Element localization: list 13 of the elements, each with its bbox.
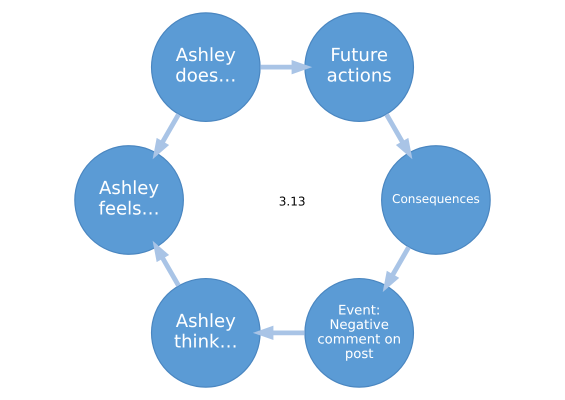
node-circle: Ashley does… bbox=[150, 12, 261, 122]
arrow bbox=[152, 240, 181, 287]
node-circle: Consequences bbox=[381, 145, 491, 255]
arrow bbox=[260, 60, 312, 74]
node-circle: Event: Negative comment on post bbox=[304, 278, 414, 388]
arrow bbox=[384, 113, 412, 160]
node-circle: Ashley think… bbox=[150, 278, 261, 388]
arrow bbox=[252, 326, 305, 340]
arrow bbox=[382, 246, 411, 292]
label: 3.13 bbox=[278, 194, 306, 208]
node-circle: Future actions bbox=[304, 12, 414, 122]
node-circle: Ashley feels… bbox=[74, 145, 184, 255]
arrow bbox=[152, 113, 181, 160]
